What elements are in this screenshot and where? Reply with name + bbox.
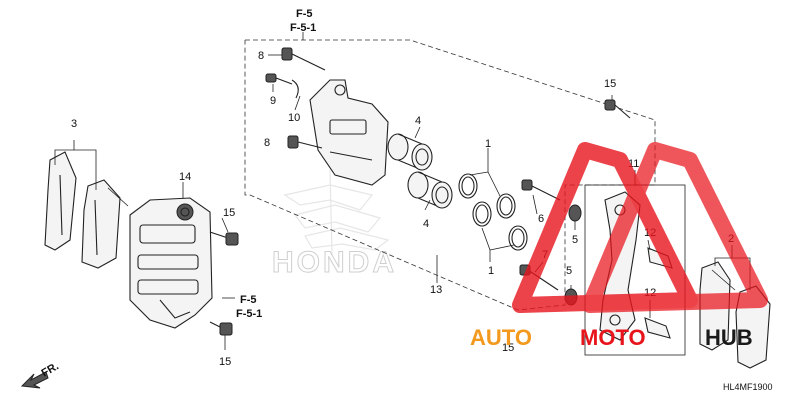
callout-13: 13 [430,284,442,296]
clip-10 [291,79,299,99]
callout-9: 9 [270,95,276,107]
caliper-bracket-top [309,79,389,186]
slide-pin-6 [521,179,561,201]
watermark-triangles [512,142,768,313]
callout-15b: 15 [223,207,235,219]
callout-15c: 15 [219,356,231,368]
callout-5b: 5 [566,265,572,277]
callout-15a: 15 [604,78,616,90]
watermark-logo: AUTO MOTO HUB [470,142,768,350]
callout-14: 14 [179,171,191,183]
bolt-15-upper [209,231,239,246]
callout-6: 6 [538,213,544,225]
watermark-hub: HUB [705,325,753,350]
bolt-15-top [604,99,631,119]
brake-pad-set-2 [699,261,771,369]
caliper-body-14 [129,197,213,329]
ref-top-2: F-5-1 [290,22,316,34]
callout-8a: 8 [258,50,264,62]
callout-1a: 1 [485,138,491,150]
piston-4-lower [407,171,453,209]
piston-4-upper [387,133,433,171]
pad-spring-12-lower [644,317,671,339]
watermark-auto: AUTO [470,325,532,350]
front-direction-label: FR. [40,360,61,379]
callout-1b: 1 [488,265,494,277]
honda-wing-logo [283,169,390,256]
bolt-8-upper [281,47,326,71]
callout-4a: 4 [415,115,421,127]
piston-seal-set-1 [458,173,528,251]
callout-3: 3 [71,118,77,130]
ref-top-1: F-5 [296,8,313,20]
callout-8b: 8 [264,137,270,149]
honda-background-text: HONDA [272,246,397,279]
diagram-code: HL4MF1900 [723,382,773,392]
callout-10: 10 [288,112,300,124]
bolt-8-lower [287,135,323,149]
callout-5a: 5 [572,234,578,246]
boot-5-upper [568,204,582,222]
brake-pad-set-3 [44,151,129,269]
front-direction-arrow [20,371,49,389]
watermark-moto: MOTO [580,325,646,350]
callout-11: 11 [628,158,639,170]
callout-4b: 4 [423,218,429,230]
ref-bottom-2: F-5-1 [236,308,262,320]
bolt-15-lower [209,321,233,336]
callout-15d: 15 [502,342,514,354]
ref-bottom-1: F-5 [240,294,257,306]
pin-9 [265,73,293,85]
